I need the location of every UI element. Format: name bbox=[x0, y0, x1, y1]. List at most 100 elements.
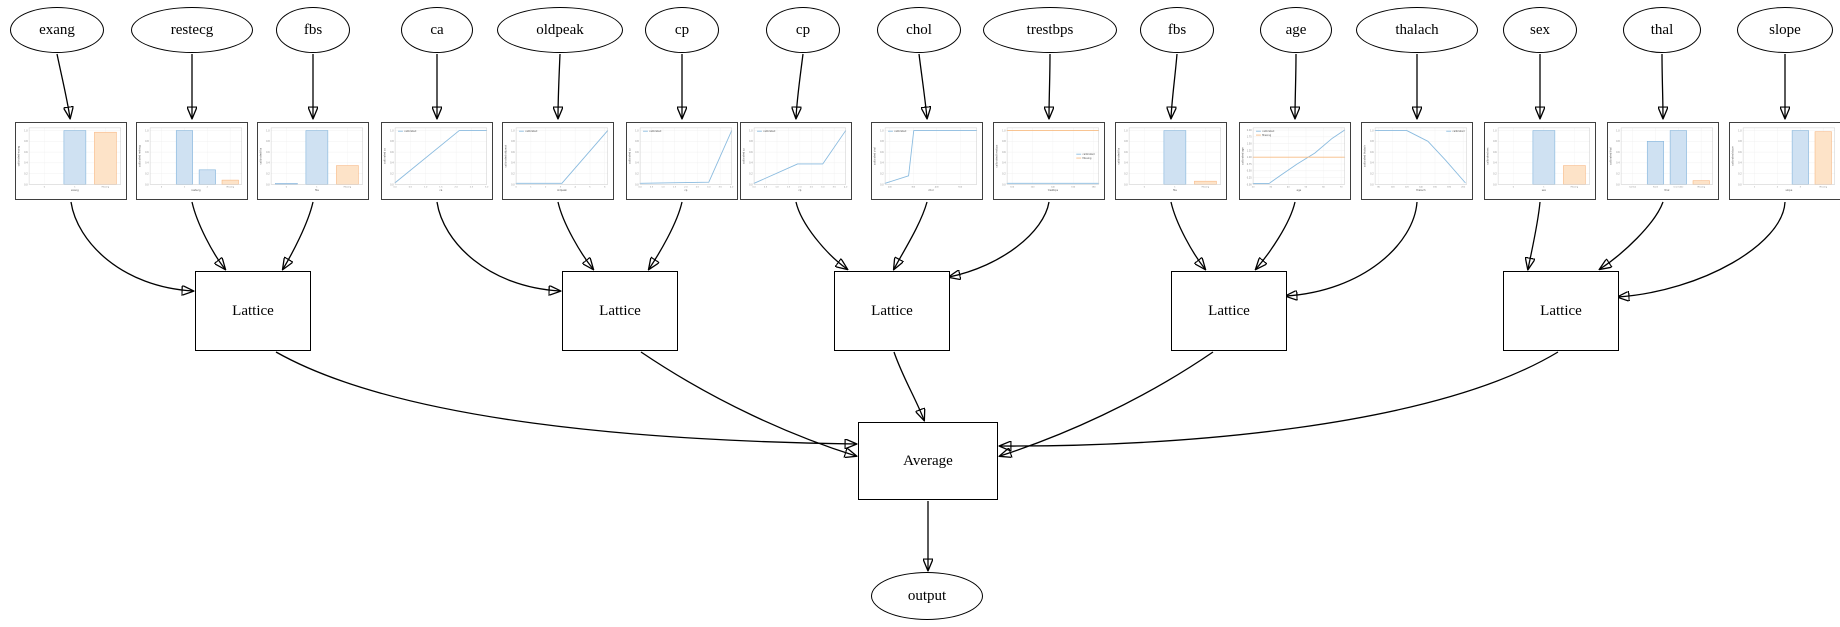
svg-text:1.0: 1.0 bbox=[1002, 129, 1006, 132]
svg-text:restecg: restecg bbox=[191, 188, 201, 192]
edge bbox=[557, 201, 593, 269]
svg-text:calibrated: calibrated bbox=[1082, 153, 1095, 156]
svg-text:1.50: 1.50 bbox=[1247, 143, 1253, 146]
svg-text:0.0: 0.0 bbox=[511, 183, 515, 186]
svg-text:0.4: 0.4 bbox=[1493, 162, 1497, 165]
svg-text:Missing: Missing bbox=[1082, 157, 1091, 160]
edge bbox=[1286, 201, 1418, 296]
svg-text:0.0: 0.0 bbox=[1370, 183, 1374, 186]
svg-text:1.0: 1.0 bbox=[511, 129, 515, 132]
svg-text:0.6: 0.6 bbox=[1002, 151, 1006, 154]
svg-text:calibrated fbs: calibrated fbs bbox=[1117, 147, 1120, 164]
svg-text:1: 1 bbox=[74, 186, 76, 188]
feature-node-oldpeak: oldpeak bbox=[497, 7, 623, 53]
svg-text:120: 120 bbox=[1031, 186, 1036, 188]
edge bbox=[894, 201, 928, 269]
svg-text:140: 140 bbox=[1051, 186, 1056, 188]
svg-text:1: 1 bbox=[316, 186, 318, 188]
edge bbox=[1600, 201, 1664, 269]
svg-text:2.5: 2.5 bbox=[470, 186, 474, 188]
svg-text:40: 40 bbox=[1287, 186, 1290, 188]
svg-text:0.2: 0.2 bbox=[1124, 172, 1128, 175]
svg-text:chol: chol bbox=[928, 188, 934, 192]
svg-text:4.0: 4.0 bbox=[730, 186, 734, 188]
svg-text:0.4: 0.4 bbox=[1124, 162, 1128, 165]
svg-text:0.4: 0.4 bbox=[635, 162, 639, 165]
svg-text:calibrated thalach: calibrated thalach bbox=[1363, 145, 1366, 167]
svg-text:Missing: Missing bbox=[344, 186, 352, 188]
svg-text:1: 1 bbox=[1174, 186, 1176, 188]
svg-text:0.0: 0.0 bbox=[1616, 183, 1620, 186]
svg-text:calibrated ca: calibrated ca bbox=[383, 148, 386, 164]
svg-text:calibrated exang: calibrated exang bbox=[17, 145, 20, 166]
svg-text:0.4: 0.4 bbox=[390, 162, 394, 165]
svg-text:0.0: 0.0 bbox=[145, 183, 149, 186]
svg-text:thalach: thalach bbox=[1416, 188, 1426, 192]
feature-node-thal: thal bbox=[1623, 7, 1701, 53]
svg-text:0: 0 bbox=[515, 186, 517, 188]
svg-text:0.2: 0.2 bbox=[749, 172, 753, 175]
svg-text:trestbps: trestbps bbox=[1048, 188, 1059, 192]
feature-node-sex: sex bbox=[1503, 7, 1577, 53]
svg-text:0.6: 0.6 bbox=[1738, 151, 1742, 154]
svg-text:calibrated: calibrated bbox=[1452, 130, 1465, 133]
svg-text:1.75: 1.75 bbox=[1247, 136, 1253, 139]
svg-text:0.6: 0.6 bbox=[1616, 151, 1620, 154]
svg-text:2.00: 2.00 bbox=[1247, 129, 1253, 132]
svg-text:1: 1 bbox=[184, 186, 186, 188]
svg-text:ca: ca bbox=[439, 189, 442, 192]
svg-text:1.0: 1.0 bbox=[880, 129, 884, 132]
svg-text:2: 2 bbox=[207, 186, 209, 188]
svg-text:0.2: 0.2 bbox=[1493, 172, 1497, 175]
svg-text:1.00: 1.00 bbox=[1247, 156, 1253, 159]
svg-text:calibrated sex: calibrated sex bbox=[1486, 147, 1489, 165]
feature-node-ca: ca bbox=[401, 7, 473, 53]
output-node: output bbox=[871, 572, 983, 620]
svg-text:Missing: Missing bbox=[226, 186, 234, 188]
svg-text:calibrated trestbps: calibrated trestbps bbox=[995, 144, 998, 168]
svg-text:0.8: 0.8 bbox=[749, 140, 753, 143]
svg-text:0.2: 0.2 bbox=[1370, 172, 1374, 175]
edge bbox=[893, 351, 924, 420]
svg-text:400: 400 bbox=[935, 186, 940, 188]
svg-text:180: 180 bbox=[1447, 186, 1452, 188]
svg-text:80: 80 bbox=[1377, 186, 1380, 188]
svg-text:6: 6 bbox=[604, 186, 606, 188]
svg-text:Missing: Missing bbox=[102, 186, 110, 188]
edge bbox=[640, 351, 856, 456]
feature-node-cp-2: cp bbox=[766, 7, 840, 53]
svg-text:180: 180 bbox=[1092, 186, 1097, 188]
svg-text:1: 1 bbox=[1754, 186, 1756, 188]
svg-text:0.4: 0.4 bbox=[266, 162, 270, 165]
svg-text:0.2: 0.2 bbox=[880, 172, 884, 175]
edge bbox=[1000, 351, 1559, 446]
svg-text:500: 500 bbox=[958, 186, 963, 188]
svg-text:0.6: 0.6 bbox=[511, 151, 515, 154]
feature-node-slope: slope bbox=[1737, 7, 1833, 53]
feature-node-age: age bbox=[1260, 7, 1332, 53]
svg-text:0.8: 0.8 bbox=[1370, 140, 1374, 143]
svg-text:0.6: 0.6 bbox=[880, 151, 884, 154]
edge bbox=[1528, 201, 1541, 269]
svg-text:5: 5 bbox=[589, 186, 591, 188]
svg-text:0.6: 0.6 bbox=[145, 151, 149, 154]
svg-text:fixed: fixed bbox=[1653, 186, 1659, 188]
svg-text:0.4: 0.4 bbox=[145, 162, 149, 165]
svg-text:fbs: fbs bbox=[1173, 188, 1177, 192]
svg-text:calibrated fbs: calibrated fbs bbox=[259, 147, 262, 164]
svg-text:3.0: 3.0 bbox=[485, 186, 489, 188]
svg-text:1.0: 1.0 bbox=[1370, 129, 1374, 132]
svg-text:0.8: 0.8 bbox=[1616, 140, 1620, 143]
svg-text:cp: cp bbox=[684, 189, 687, 192]
svg-text:1.0: 1.0 bbox=[424, 186, 428, 188]
svg-text:Missing: Missing bbox=[1571, 186, 1579, 188]
svg-text:calibrated thal: calibrated thal bbox=[1609, 147, 1612, 165]
svg-text:exang: exang bbox=[71, 189, 79, 192]
svg-text:0.4: 0.4 bbox=[1616, 162, 1620, 165]
svg-text:calibrated: calibrated bbox=[525, 130, 538, 133]
svg-text:0.4: 0.4 bbox=[880, 162, 884, 165]
svg-text:1.5: 1.5 bbox=[673, 186, 677, 188]
